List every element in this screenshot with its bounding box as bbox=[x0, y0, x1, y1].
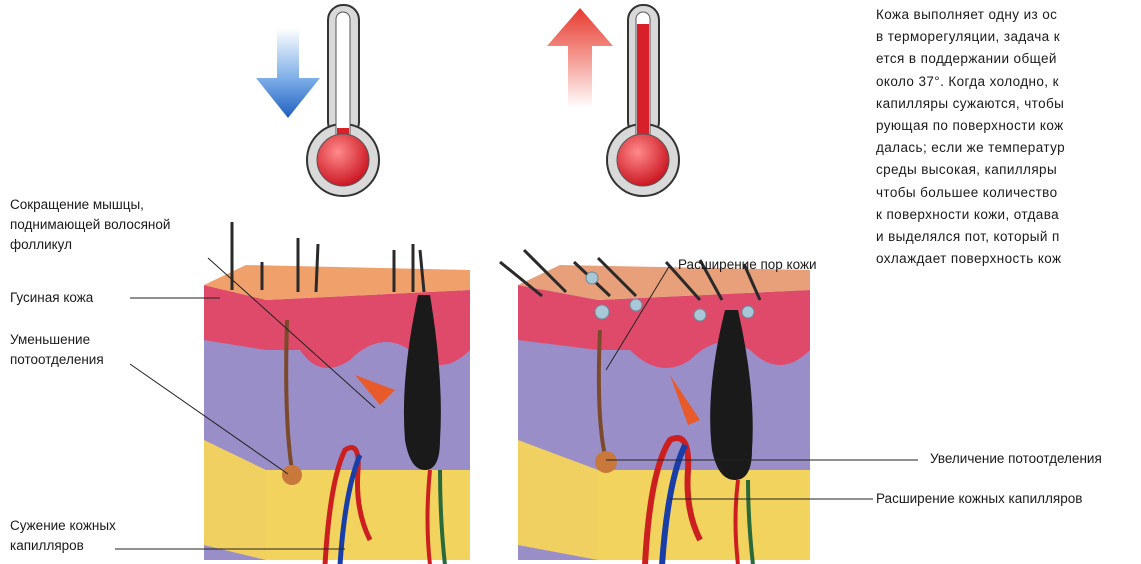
warm-skin-block bbox=[500, 250, 810, 564]
description-paragraph: Кожа выполняет одну из ос в терморегуляц… bbox=[876, 4, 1141, 270]
label-less-sweat: Уменьшение потоотделения bbox=[10, 330, 104, 370]
label-more-sweat: Увеличение потоотделения bbox=[930, 449, 1102, 469]
label-pores: Расширение пор кожи bbox=[678, 255, 817, 275]
cold-arrow-icon bbox=[256, 28, 320, 118]
label-muscle: Сокращение мышцы, поднимающей волосяной … bbox=[10, 195, 170, 255]
label-narrow-capillaries: Сужение кожных капилляров bbox=[10, 516, 116, 556]
label-goosebumps: Гусиная кожа bbox=[10, 288, 93, 308]
cold-skin-block bbox=[204, 222, 470, 564]
warm-arrow-icon bbox=[547, 8, 613, 108]
warm-thermometer-icon bbox=[607, 5, 679, 196]
cold-thermometer-icon bbox=[307, 5, 379, 196]
label-wide-capillaries: Расширение кожных капилляров bbox=[876, 489, 1082, 509]
